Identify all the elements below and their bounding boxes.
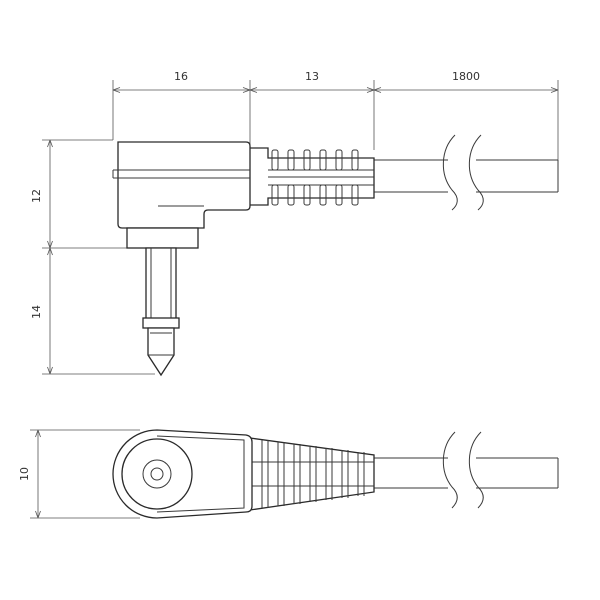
dimension-left: 12 14 (30, 139, 155, 375)
dim-10: 10 (18, 467, 31, 481)
dim-13: 13 (305, 70, 319, 83)
dim-16: 16 (174, 70, 188, 83)
strain-relief-top (250, 147, 375, 206)
dimension-top: 16 13 1800 (112, 70, 559, 160)
top-view: 16 13 1800 12 14 (30, 70, 559, 377)
cable-top (374, 134, 559, 211)
dim-14: 14 (30, 305, 43, 319)
plug-pin (142, 247, 180, 377)
cable-bottom (374, 431, 559, 509)
dim-1800: 1800 (452, 70, 480, 83)
dim-12: 12 (30, 189, 43, 203)
plug-body-bottom (112, 429, 253, 519)
dimension-bottom-left: 10 (18, 429, 140, 519)
plug-body-top (112, 141, 251, 249)
strain-relief-bottom (249, 437, 375, 511)
bottom-view: 10 (18, 429, 559, 519)
